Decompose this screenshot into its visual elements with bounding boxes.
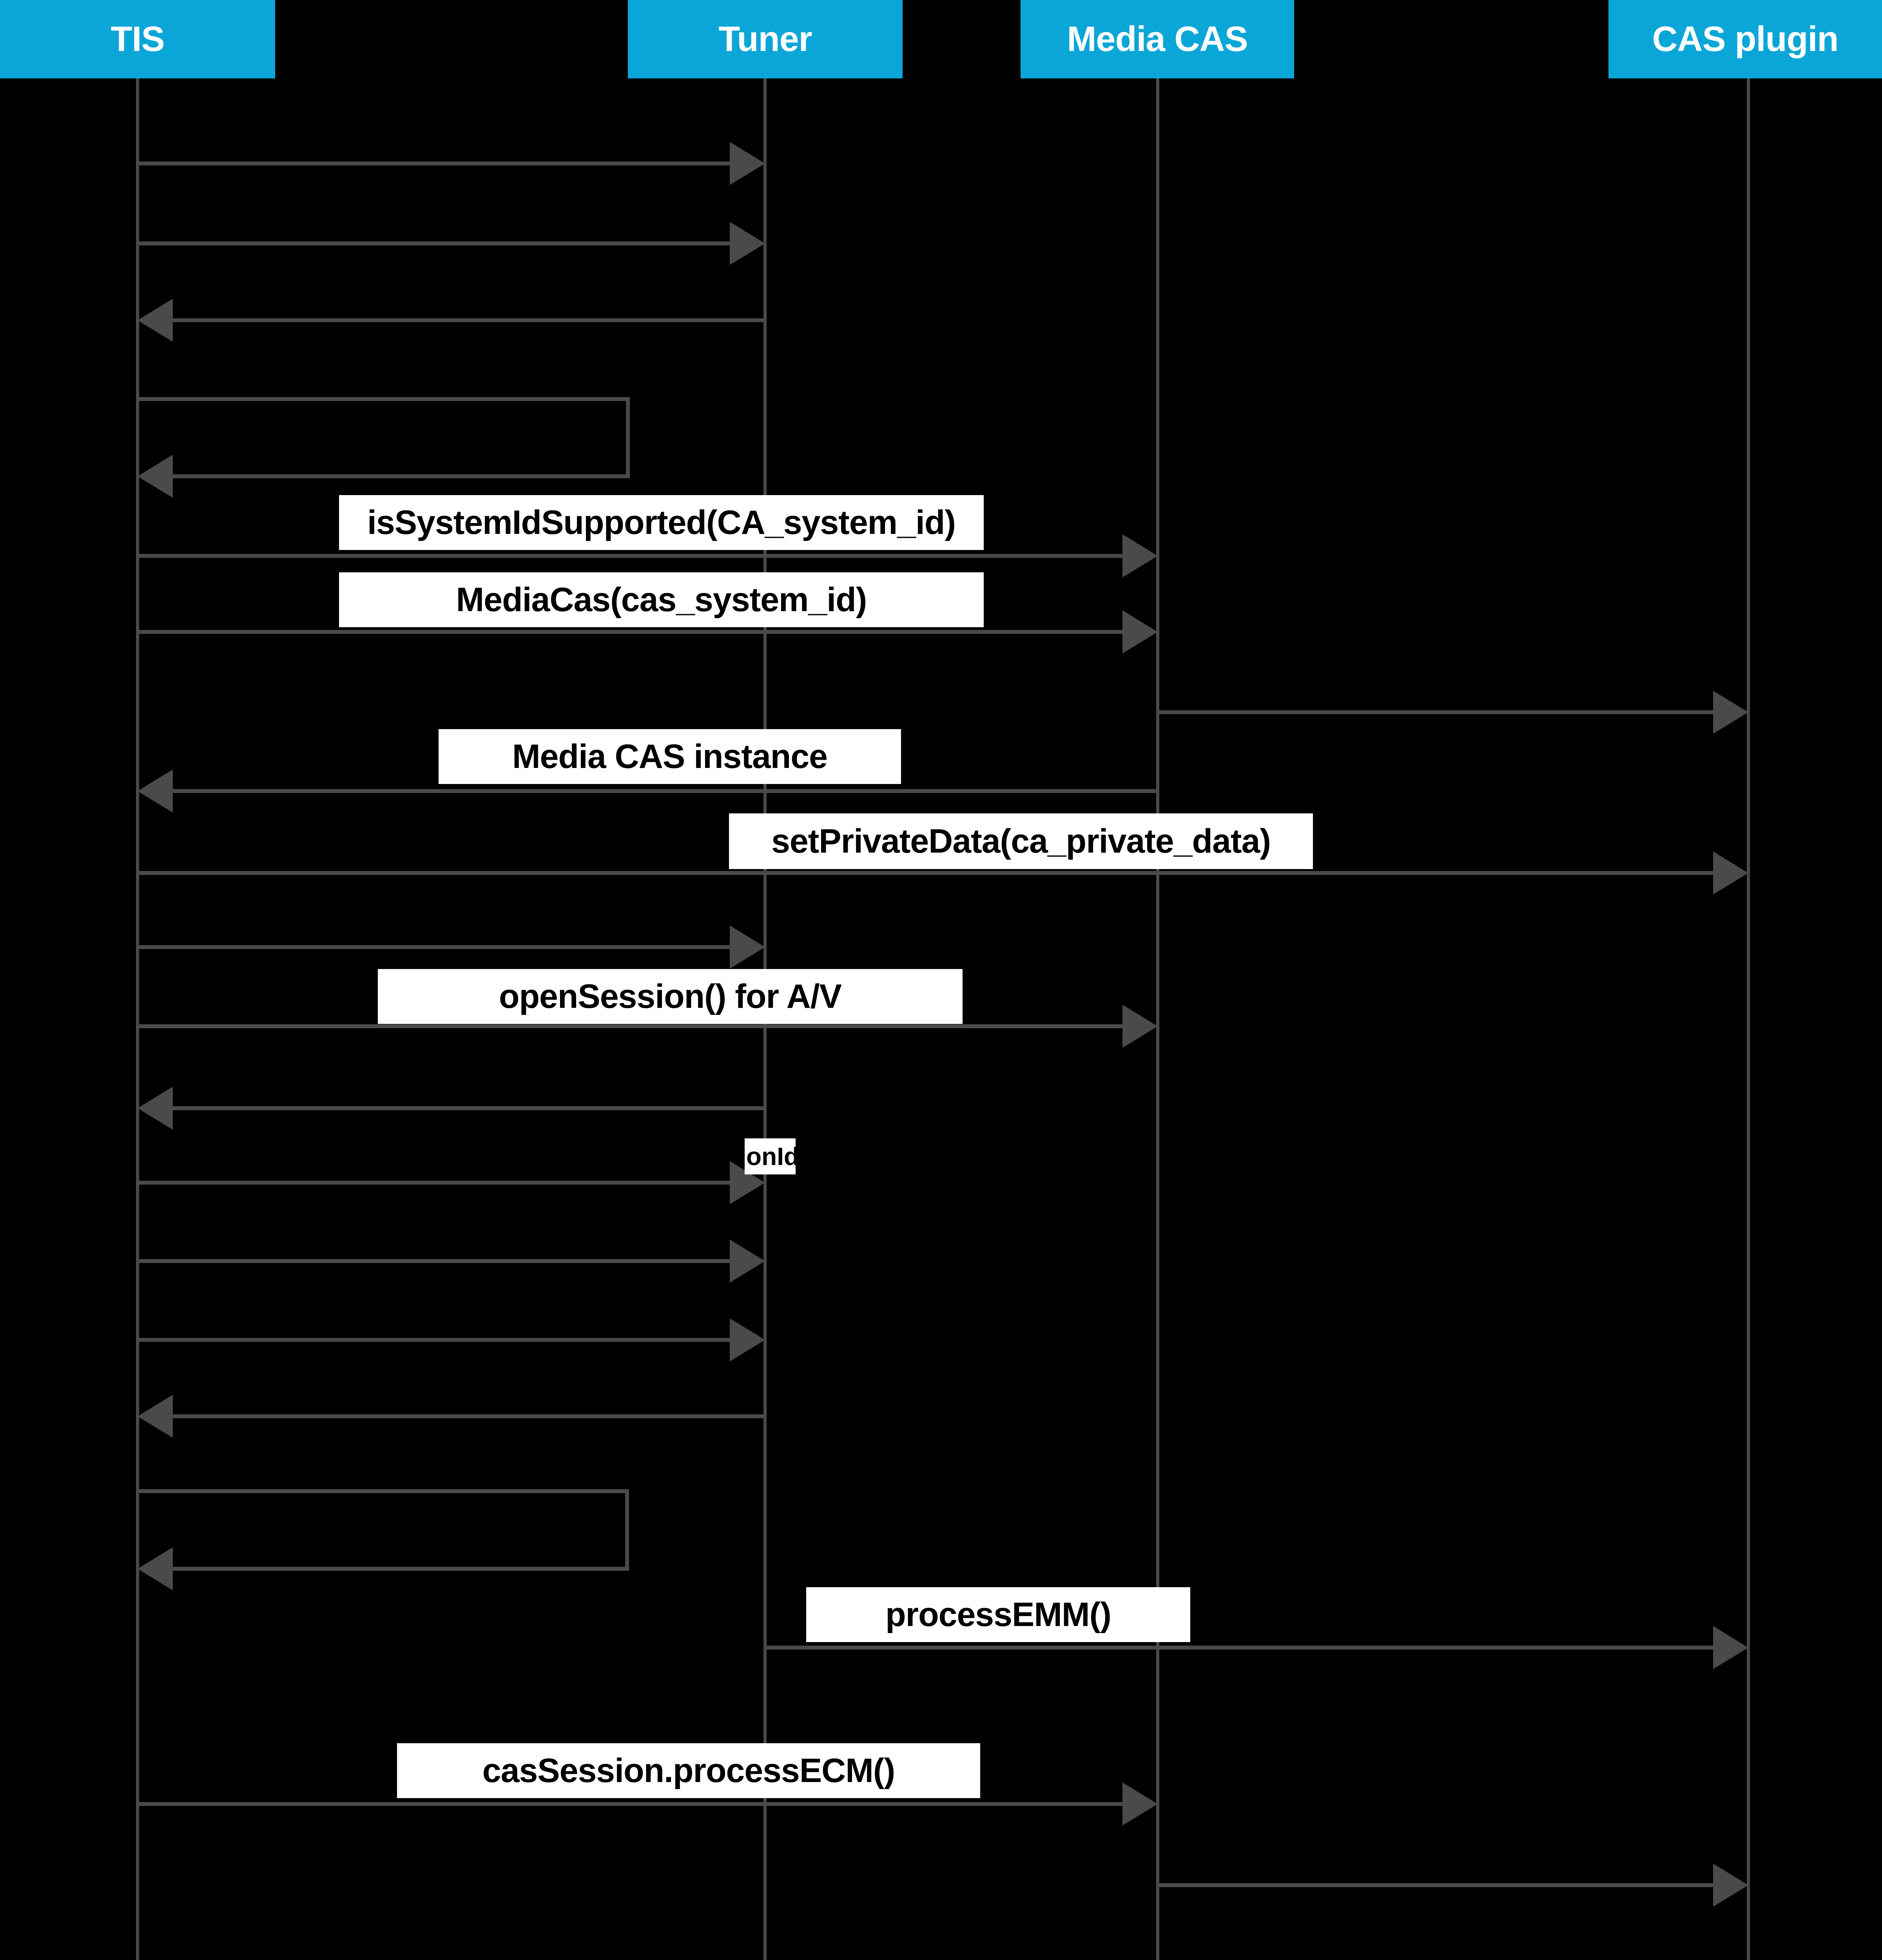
- arrowhead-left-icon: [138, 769, 173, 813]
- message-arrow-line: [1158, 710, 1718, 714]
- message-arrow-line: [168, 318, 765, 322]
- self-message-right-line: [626, 397, 630, 478]
- lifeline-casplugin: [1747, 78, 1750, 1960]
- self-message-bottom-line: [169, 474, 630, 478]
- arrowhead-right-icon: [730, 926, 765, 969]
- message-arrow-line: [138, 630, 1127, 634]
- message-arrow-line: [138, 162, 734, 165]
- actor-header-casplugin-top: CAS plugin: [1608, 0, 1882, 78]
- message-arrow-line: [1158, 1883, 1718, 1887]
- arrowhead-right-icon: [1122, 534, 1158, 577]
- arrowhead-left-icon: [138, 1395, 173, 1438]
- self-message-top-line: [138, 1489, 629, 1493]
- arrowhead-left-icon: [138, 1547, 173, 1590]
- arrowhead-left-icon: [138, 1087, 173, 1130]
- message-arrow-line: [138, 871, 1718, 875]
- arrowhead-left-icon: [138, 299, 173, 342]
- arrowhead-right-icon: [730, 1240, 765, 1283]
- message-label: isSystemIdSupported(CA_system_id): [339, 495, 984, 550]
- message-arrow-line: [138, 554, 1127, 558]
- message-label: processEMM(): [806, 1587, 1190, 1642]
- message-label: Media CAS instance: [439, 729, 901, 784]
- arrowhead-left-icon: [138, 455, 173, 498]
- actor-header-tis-top: TIS: [0, 0, 275, 78]
- message-arrow-line: [138, 241, 734, 245]
- message-label: MediaCas(cas_system_id): [339, 572, 984, 627]
- self-message-top-line: [138, 397, 630, 401]
- arrowhead-right-icon: [1122, 1782, 1158, 1826]
- message-arrow-line: [168, 1106, 765, 1110]
- message-arrow-line: [765, 1646, 1718, 1650]
- arrowhead-right-icon: [1713, 1864, 1748, 1907]
- message-arrow-line: [138, 1024, 1127, 1028]
- arrowhead-right-icon: [1713, 691, 1748, 734]
- message-arrow-line: [138, 1802, 1127, 1806]
- message-arrow-line: [138, 1338, 734, 1342]
- message-arrow-line: [138, 1259, 734, 1263]
- self-message-right-line: [625, 1489, 629, 1571]
- arrowhead-right-icon: [730, 222, 765, 265]
- arrowhead-right-icon: [1122, 1005, 1158, 1048]
- self-message-bottom-line: [169, 1567, 629, 1571]
- lifeline-tis: [136, 78, 139, 1960]
- arrowhead-right-icon: [1713, 1626, 1748, 1669]
- arrowhead-right-icon: [1122, 610, 1158, 653]
- message-arrow-line: [168, 1414, 765, 1418]
- arrowhead-right-icon: [730, 142, 765, 185]
- actor-header-tuner-top: Tuner: [628, 0, 903, 78]
- message-label: onId: [745, 1138, 796, 1174]
- message-arrow-line: [138, 1181, 734, 1185]
- arrowhead-right-icon: [730, 1318, 765, 1361]
- lifeline-mediacas: [1156, 78, 1159, 1960]
- message-label: casSession.processECM(): [397, 1743, 980, 1798]
- message-arrow-line: [168, 789, 1158, 793]
- arrowhead-right-icon: [1713, 851, 1748, 895]
- message-arrow-line: [138, 945, 734, 949]
- message-label: openSession() for A/V: [378, 969, 963, 1024]
- message-label: setPrivateData(ca_private_data): [729, 813, 1313, 869]
- actor-header-mediacas-top: Media CAS: [1021, 0, 1294, 78]
